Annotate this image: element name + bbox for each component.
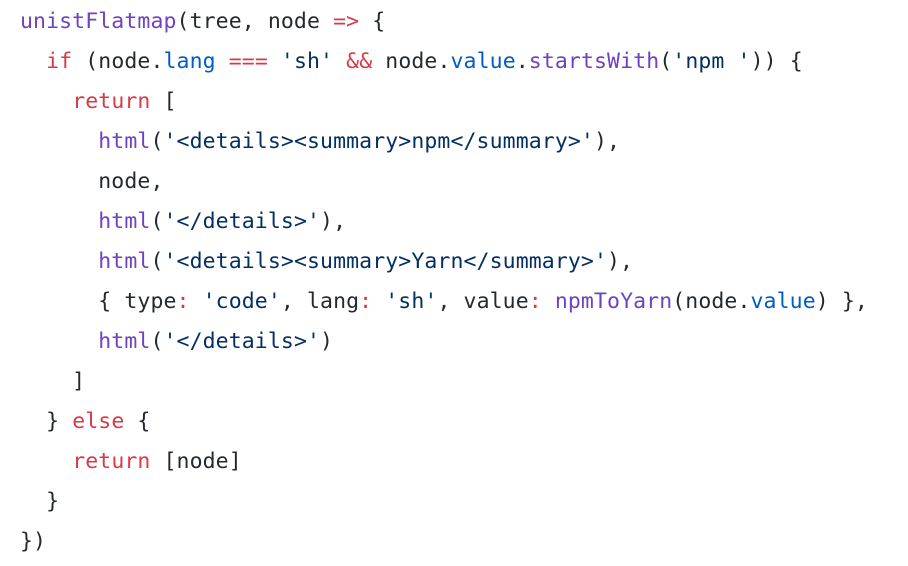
plain-token bbox=[20, 89, 72, 114]
plain-token: (tree, node bbox=[176, 9, 334, 34]
plain-token bbox=[268, 49, 281, 74]
plain-token: } bbox=[20, 409, 73, 434]
plain-token: (node. bbox=[72, 49, 164, 74]
plain-token bbox=[20, 449, 72, 474]
plain-token: { bbox=[359, 9, 386, 34]
plain-token: ( bbox=[150, 209, 164, 234]
keyword-token: if bbox=[46, 49, 73, 74]
plain-token: ( bbox=[150, 129, 164, 154]
plain-token: ( bbox=[150, 249, 164, 274]
string-token: '</details>' bbox=[163, 329, 321, 354]
property-token: value bbox=[750, 289, 816, 314]
plain-token bbox=[20, 49, 46, 74]
code-line: return [node] bbox=[20, 442, 868, 482]
plain-token: ] bbox=[20, 369, 86, 394]
plain-token: ) bbox=[320, 329, 334, 354]
keyword-token: else bbox=[72, 409, 125, 434]
plain-token: node. bbox=[372, 49, 451, 74]
plain-token bbox=[20, 129, 98, 154]
plain-token: ), bbox=[320, 209, 347, 234]
keyword-token: === bbox=[228, 49, 268, 74]
plain-token: { bbox=[124, 409, 151, 434]
function-token: startsWith bbox=[528, 49, 660, 74]
function-token: html bbox=[98, 209, 151, 234]
plain-token: }) bbox=[20, 529, 47, 554]
keyword-token: : bbox=[528, 289, 542, 314]
code-line: html('</details>') bbox=[20, 322, 868, 362]
plain-token: [node] bbox=[150, 449, 242, 474]
plain-token: { type bbox=[20, 289, 177, 314]
plain-token bbox=[190, 289, 203, 314]
plain-token: , lang bbox=[280, 289, 360, 314]
plain-token: , value bbox=[437, 289, 529, 314]
plain-token: (node. bbox=[672, 289, 751, 314]
string-token: 'npm ' bbox=[672, 49, 751, 74]
plain-token: . bbox=[515, 49, 529, 74]
string-token: 'code' bbox=[202, 289, 281, 314]
code-line: node, bbox=[20, 162, 868, 202]
plain-token bbox=[372, 289, 385, 314]
code-line: } bbox=[20, 482, 868, 522]
function-token: html bbox=[98, 249, 151, 274]
plain-token: } bbox=[20, 489, 60, 514]
string-token: '</details>' bbox=[163, 209, 321, 234]
function-token: unistFlatmap bbox=[20, 9, 177, 34]
code-line: html('<details><summary>npm</summary>'), bbox=[20, 122, 868, 162]
code-block: unistFlatmap(tree, node => { if (node.la… bbox=[20, 2, 868, 562]
property-token: lang bbox=[163, 49, 216, 74]
keyword-token: => bbox=[333, 9, 360, 34]
keyword-token: && bbox=[346, 49, 373, 74]
code-line: unistFlatmap(tree, node => { bbox=[20, 2, 868, 42]
string-token: 'sh' bbox=[280, 49, 334, 74]
plain-token: ), bbox=[593, 129, 621, 154]
plain-token: node, bbox=[20, 169, 164, 194]
code-line: { type: 'code', lang: 'sh', value: npmTo… bbox=[20, 282, 868, 322]
plain-token: ( bbox=[150, 329, 164, 354]
function-token: npmToYarn bbox=[554, 289, 673, 314]
plain-token bbox=[333, 49, 346, 74]
plain-token bbox=[20, 249, 98, 274]
code-line: }) bbox=[20, 522, 868, 562]
keyword-token: return bbox=[72, 89, 151, 114]
plain-token bbox=[20, 209, 98, 234]
keyword-token: : bbox=[176, 289, 190, 314]
string-token: '<details><summary>Yarn</summary>' bbox=[163, 249, 607, 274]
string-token: '<details><summary>npm</summary>' bbox=[163, 129, 594, 154]
keyword-token: : bbox=[359, 289, 373, 314]
plain-token: ), bbox=[607, 249, 634, 274]
function-token: html bbox=[98, 129, 151, 154]
code-line: html('</details>'), bbox=[20, 202, 868, 242]
property-token: value bbox=[450, 49, 516, 74]
plain-token: ( bbox=[659, 49, 673, 74]
function-token: html bbox=[98, 329, 151, 354]
plain-token bbox=[542, 289, 555, 314]
code-line: } else { bbox=[20, 402, 868, 442]
plain-token: [ bbox=[150, 89, 177, 114]
code-line: if (node.lang === 'sh' && node.value.sta… bbox=[20, 42, 868, 82]
code-line: html('<details><summary>Yarn</summary>')… bbox=[20, 242, 868, 282]
string-token: 'sh' bbox=[385, 289, 438, 314]
plain-token bbox=[216, 49, 229, 74]
plain-token: )) { bbox=[750, 49, 803, 74]
code-line: return [ bbox=[20, 82, 868, 122]
keyword-token: return bbox=[72, 449, 151, 474]
plain-token: ) }, bbox=[815, 289, 868, 314]
code-line: ] bbox=[20, 362, 868, 402]
plain-token bbox=[20, 329, 98, 354]
